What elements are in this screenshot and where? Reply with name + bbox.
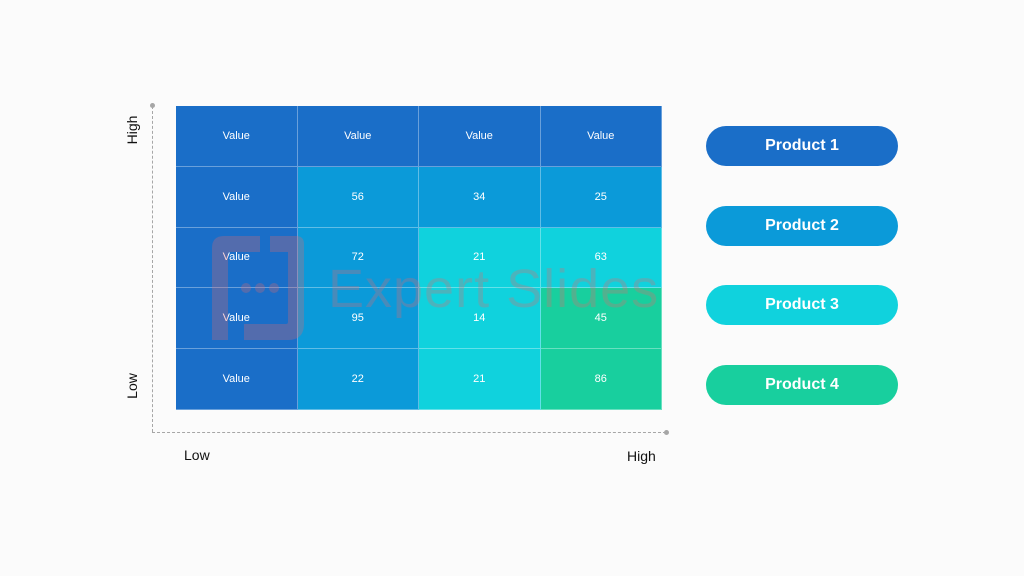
- heatmap-cell-r1-c3: 25: [540, 166, 662, 228]
- heatmap-cell-r4-c1: 22: [297, 349, 419, 410]
- legend-item-product-4: Product 4: [706, 364, 898, 405]
- heatmap-cell-r0-c1: Value: [297, 106, 419, 167]
- heatmap-cell-r4-c3: 86: [540, 349, 662, 410]
- y-axis-high-label: High: [124, 115, 140, 145]
- heatmap-cell-r0-c2: Value: [419, 106, 541, 167]
- heatmap-cell-r3-c2: 14: [419, 288, 541, 350]
- x-axis-high-label: High: [627, 448, 656, 464]
- heatmap-cell-r3-c0: Value: [176, 288, 298, 350]
- x-axis-low-label: Low: [184, 447, 210, 463]
- heatmap-cell-r4-c2: 21: [419, 349, 541, 410]
- heatmap-cell-r3-c3: 45: [540, 288, 662, 350]
- y-axis-end-dot: [150, 103, 155, 108]
- heatmap-cell-r1-c0: Value: [176, 166, 298, 228]
- heatmap-cell-r4-c0: Value: [176, 349, 298, 410]
- y-axis-line: [152, 106, 153, 432]
- heatmap-cell-r2-c2: 21: [419, 227, 541, 289]
- heatmap-cell-r0-c3: Value: [540, 106, 662, 167]
- heatmap-cell-r2-c1: 72: [297, 227, 419, 289]
- heatmap-cell-r1-c1: 56: [297, 166, 419, 228]
- heatmap-cell-r1-c2: 34: [419, 166, 541, 228]
- legend-item-product-1: Product 1: [706, 126, 898, 166]
- x-axis-end-dot: [664, 430, 669, 435]
- heatmap-cell-r2-c0: Value: [176, 227, 298, 289]
- x-axis-line: [152, 432, 666, 433]
- heatmap-cell-r0-c0: Value: [176, 106, 298, 167]
- legend-item-product-2: Product 2: [706, 205, 898, 246]
- legend-item-product-3: Product 3: [706, 285, 898, 325]
- y-axis-low-label: Low: [124, 373, 140, 399]
- heatmap-cell-r3-c1: 95: [297, 288, 419, 350]
- heatmap-cell-r2-c3: 63: [540, 227, 662, 289]
